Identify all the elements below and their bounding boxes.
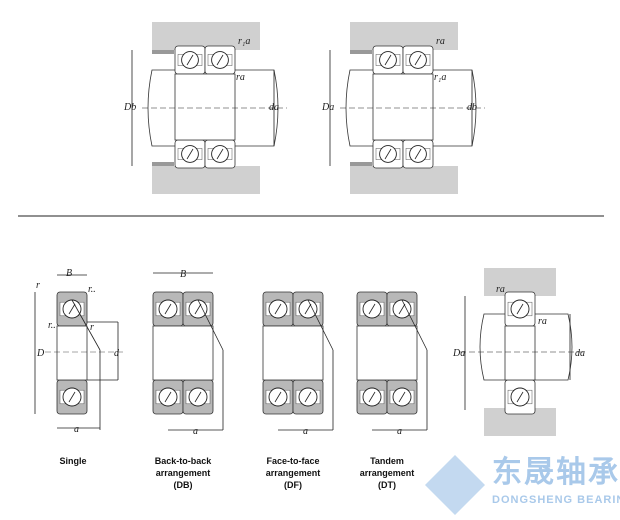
contact-line — [274, 391, 282, 403]
caption-line: Single — [59, 456, 87, 466]
contact-line — [414, 148, 422, 160]
contact-line — [274, 303, 282, 315]
right-dimension-label: db — [467, 102, 477, 113]
fillet-radius-label: ra — [436, 36, 445, 47]
contact-angle-line — [401, 299, 428, 351]
left-dimension-label: Da — [452, 348, 465, 359]
caption-line: (DF) — [284, 480, 302, 490]
contact-line — [216, 54, 224, 66]
contact-angle-line — [197, 299, 224, 351]
contact-line — [186, 54, 194, 66]
inner-bore — [356, 325, 418, 381]
spacer — [152, 50, 174, 54]
load-center-label: a — [193, 426, 198, 437]
caption-line: (DB) — [173, 480, 193, 490]
fillet-radius-label: r₁a — [434, 72, 446, 83]
inner-bore — [504, 325, 536, 381]
housing — [152, 22, 260, 50]
contact-line — [516, 391, 524, 403]
fillet-radius-label: ra — [496, 284, 505, 295]
contact-line — [384, 148, 392, 160]
contact-line — [414, 54, 422, 66]
spacer — [350, 50, 372, 54]
contact-line — [368, 391, 376, 403]
chamfer-label: r — [36, 280, 40, 291]
caption-dt: Tandem arrangement (DT) — [342, 455, 432, 491]
chamfer-label: r.. — [48, 320, 56, 331]
chamfer-label: r — [90, 322, 94, 333]
housing — [350, 166, 458, 194]
caption-line: arrangement — [359, 468, 415, 478]
width-label: B — [66, 268, 72, 279]
contact-line — [194, 391, 202, 403]
contact-line — [194, 303, 202, 315]
inner-bore — [174, 73, 236, 141]
housing — [350, 22, 458, 50]
contact-line — [384, 54, 392, 66]
contact-line — [304, 303, 312, 315]
caption-line: arrangement — [265, 468, 321, 478]
contact-line — [398, 303, 406, 315]
inner-bore — [56, 325, 88, 381]
contact-angle-line — [307, 299, 334, 351]
caption-line: Tandem — [370, 456, 404, 466]
caption-line: (DT) — [378, 480, 396, 490]
housing — [152, 166, 260, 194]
outer-diameter-label: D — [36, 348, 45, 359]
left-dimension-label: Da — [321, 102, 334, 113]
housing — [484, 268, 556, 296]
contact-line — [68, 391, 76, 403]
inner-bore — [152, 325, 214, 381]
fillet-radius-label: r₁a — [238, 36, 250, 47]
right-dimension-label: da — [269, 102, 279, 113]
caption-line: Face-to-face — [266, 456, 320, 466]
inner-bore — [372, 73, 434, 141]
caption-single: Single — [28, 455, 118, 467]
contact-line — [68, 303, 76, 315]
contact-line — [516, 303, 524, 315]
contact-line — [304, 391, 312, 403]
width-label: B — [180, 269, 186, 280]
fillet-radius-label: ra — [236, 72, 245, 83]
caption-db: Back-to-back arrangement (DB) — [138, 455, 228, 491]
contact-angle-line — [71, 299, 101, 351]
contact-line — [164, 391, 172, 403]
contact-line — [186, 148, 194, 160]
load-center-label: a — [74, 424, 79, 435]
caption-line: arrangement — [155, 468, 211, 478]
inner-bore — [262, 325, 324, 381]
left-dimension-label: Db — [123, 102, 136, 113]
contact-line — [164, 303, 172, 315]
chamfer-label: r.. — [88, 284, 96, 295]
contact-line — [368, 303, 376, 315]
load-center-label: a — [397, 426, 402, 437]
right-dimension-label: da — [575, 348, 585, 359]
logo-icon — [425, 455, 485, 515]
caption-df: Face-to-face arrangement (DF) — [248, 455, 338, 491]
caption-line: Back-to-back — [154, 456, 212, 466]
fillet-radius-label: ra — [538, 316, 547, 327]
spacer — [350, 162, 372, 166]
contact-line — [398, 391, 406, 403]
contact-line — [216, 148, 224, 160]
load-center-label: a — [303, 426, 308, 437]
logo-text-en: DONGSHENG BEARING — [492, 494, 620, 506]
logo-text-cn: 东晟轴承 — [492, 456, 620, 489]
bore-diameter-label: d — [114, 348, 120, 359]
spacer — [152, 162, 174, 166]
